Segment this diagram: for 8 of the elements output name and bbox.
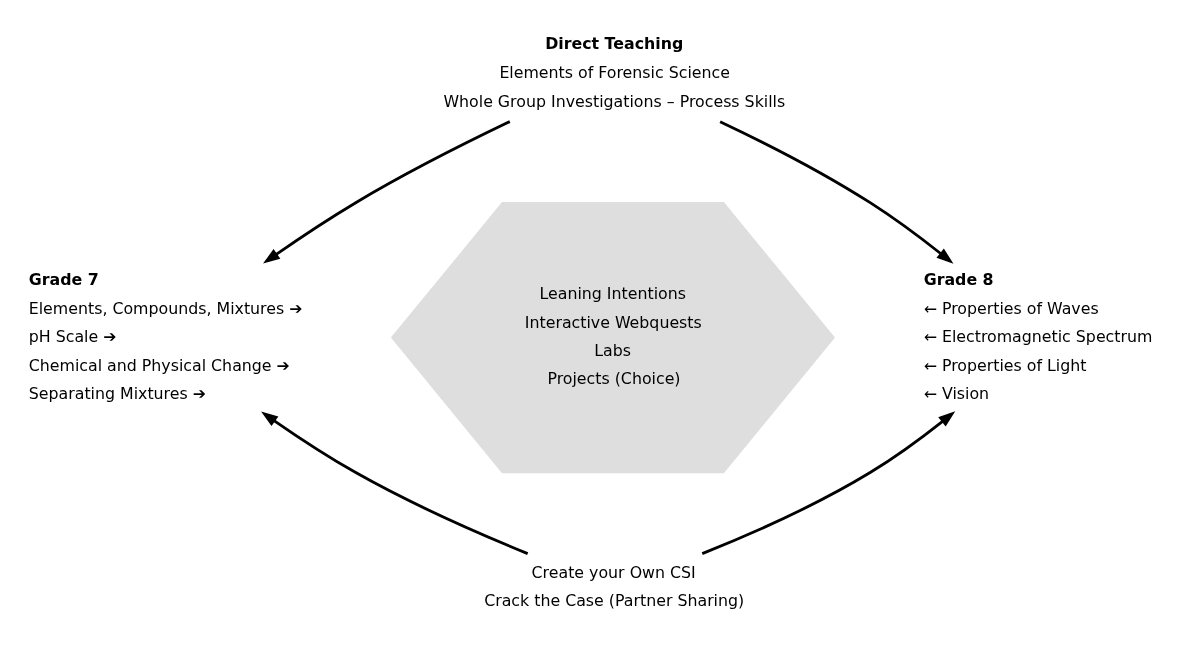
node-text: Create your Own CSI Crack the Case (Partner Sharing)	[484, 562, 745, 610]
node-text: Grade 7 Elements, Compounds, Mixtures ➔ pH Scale ➔ Chemical and Physical Change ➔ Separating Mixtures ➔	[28, 269, 303, 403]
arrow	[263, 120, 511, 264]
node-text: Grade 8 ← Properties of Waves ← Electromagnetic Spectrum ← Properties of Light ← Vision	[923, 269, 1153, 403]
arrow	[261, 411, 529, 555]
arrow	[719, 120, 954, 264]
node-text: Direct Teaching Elements of Forensic Science Whole Group Investigations – Process Skills	[443, 33, 786, 111]
arrow	[701, 411, 956, 555]
